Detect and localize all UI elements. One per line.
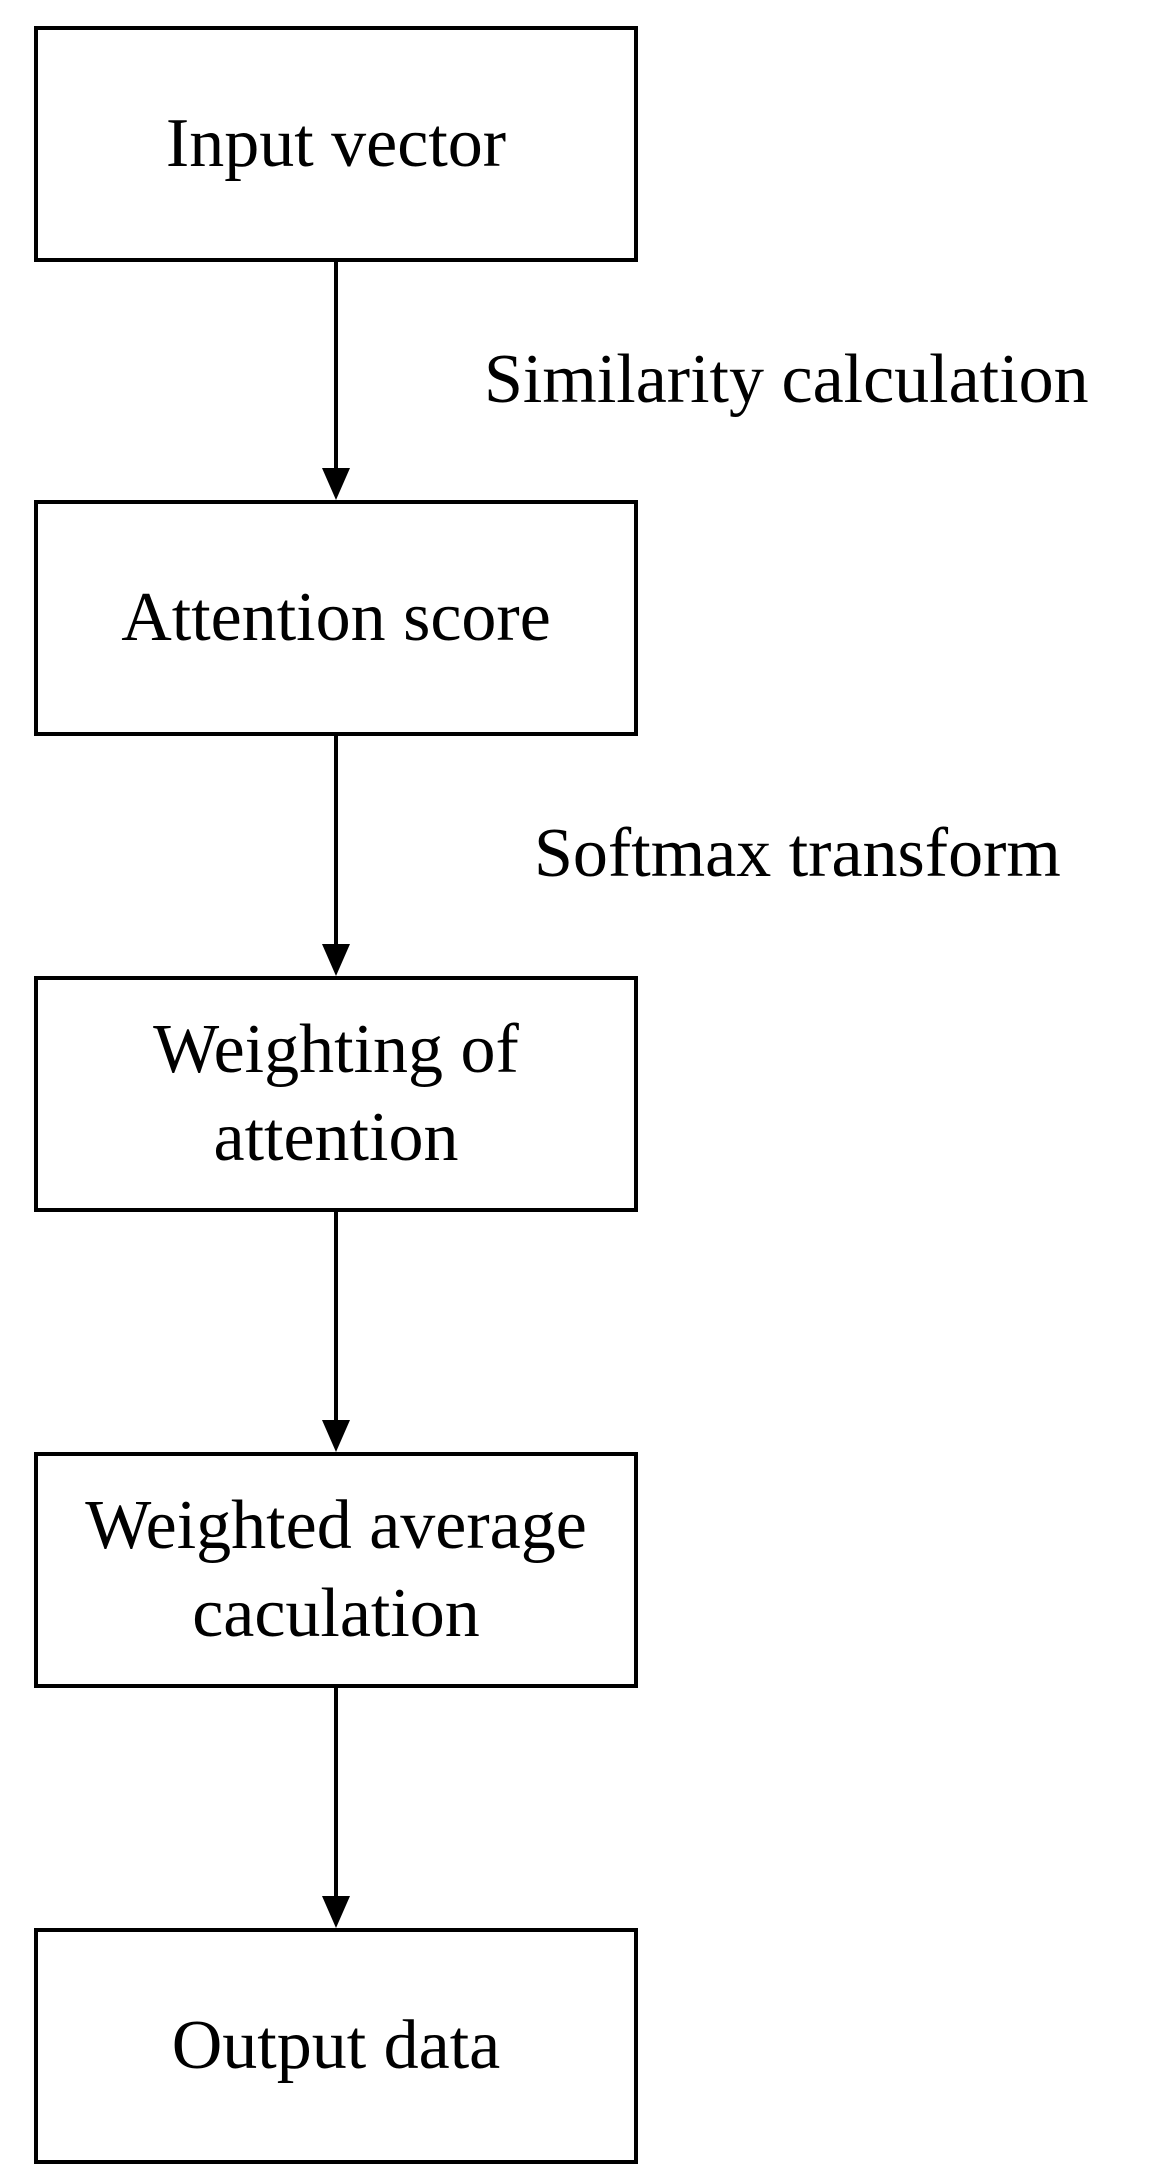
node-label: Attention score	[121, 579, 551, 656]
node-label: Input vector	[165, 105, 507, 182]
node-weighting-of-attention: Weighting of attention	[34, 976, 638, 1212]
arrow-weighting-to-average	[322, 1212, 350, 1452]
node-label: Weighting of attention	[153, 1011, 519, 1176]
arrow-average-to-output	[322, 1688, 350, 1928]
edge-label-similarity: Similarity calculation	[484, 341, 1089, 418]
node-label: Output data	[171, 2007, 501, 2084]
arrow-score-to-weighting	[322, 736, 350, 976]
edge-label-softmax: Softmax transform	[534, 815, 1061, 892]
arrow-input-to-score	[322, 262, 350, 500]
node-attention-score: Attention score	[34, 500, 638, 736]
node-label: Weighted average caculation	[85, 1487, 587, 1652]
node-output-data: Output data	[34, 1928, 638, 2164]
node-weighted-average: Weighted average caculation	[34, 1452, 638, 1688]
node-input-vector: Input vector	[34, 26, 638, 262]
